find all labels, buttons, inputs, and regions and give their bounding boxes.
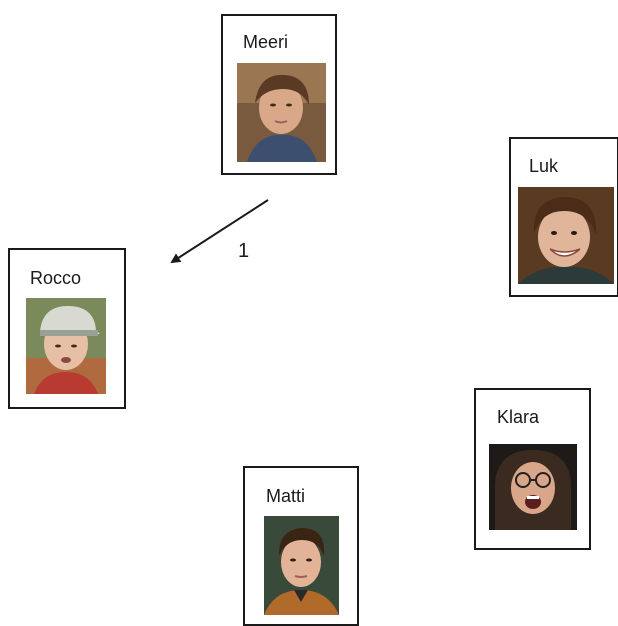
person-name: Meeri <box>243 32 289 52</box>
person-name: Klara <box>497 407 540 427</box>
girl-with-glasses-portrait-photo-icon <box>489 444 577 530</box>
boy-smiling-portrait-photo-icon <box>518 187 614 284</box>
arrow-meeri-to-rocco <box>170 199 269 264</box>
person-name: Matti <box>266 486 306 506</box>
person-card-rocco: Rocco <box>8 248 126 409</box>
person-card-matti: Matti <box>243 466 359 626</box>
arrow-label: 1 <box>238 240 250 262</box>
boy-portrait-photo-icon <box>264 516 339 615</box>
person-name: Luk <box>529 156 559 176</box>
person-card-meeri: Meeri <box>221 14 337 175</box>
person-name: Rocco <box>30 268 82 288</box>
person-card-klara: Klara <box>474 388 591 550</box>
boy-with-cap-portrait-photo-icon <box>26 298 106 394</box>
girl-portrait-photo-icon <box>237 63 326 162</box>
person-card-luk: Luk <box>509 137 618 297</box>
